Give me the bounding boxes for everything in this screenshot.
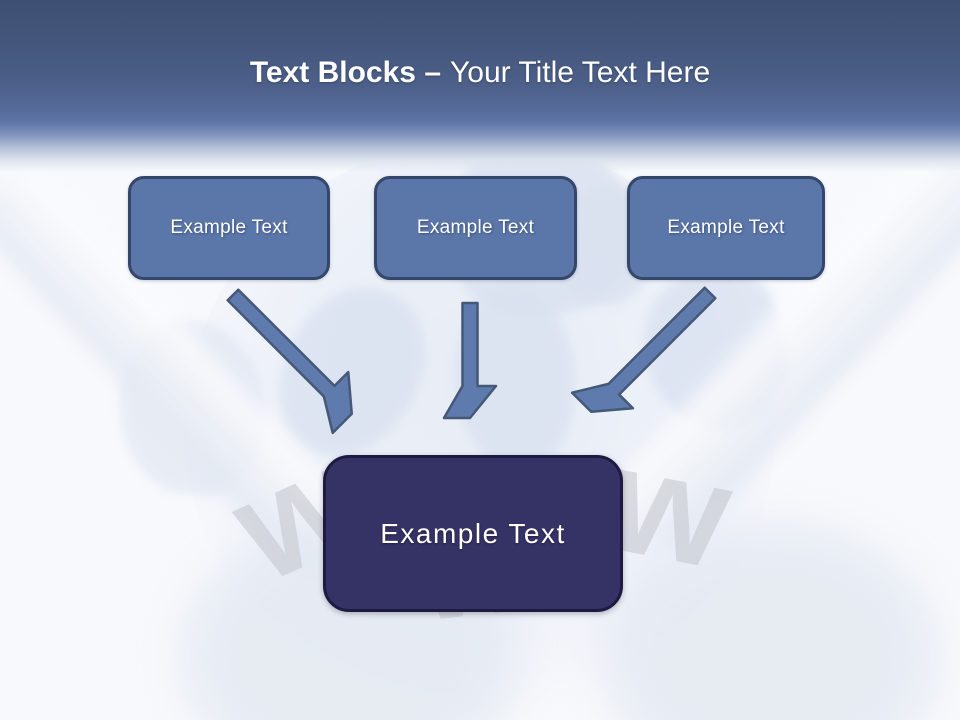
text-block-2-label: Example Text — [416, 217, 535, 238]
arrow-down-left-icon — [570, 286, 717, 414]
page-title-regular: Your Title Text Here — [450, 56, 711, 89]
text-block-2: Example Text — [374, 176, 577, 280]
text-block-3-label: Example Text — [667, 217, 785, 238]
text-block-3: Example Text — [627, 176, 825, 280]
arrow-down-icon — [442, 301, 498, 420]
text-block-1-label: Example Text — [170, 217, 288, 238]
page-title-bold: Text Blocks – — [249, 56, 442, 89]
header-band — [0, 0, 960, 172]
result-block-label: Example Text — [380, 517, 566, 549]
text-block-1: Example Text — [128, 176, 330, 280]
page-title: Text Blocks –Your Title Text Here — [0, 56, 960, 90]
arrow-down-right-icon — [226, 288, 354, 435]
result-block: Example Text — [323, 455, 623, 612]
